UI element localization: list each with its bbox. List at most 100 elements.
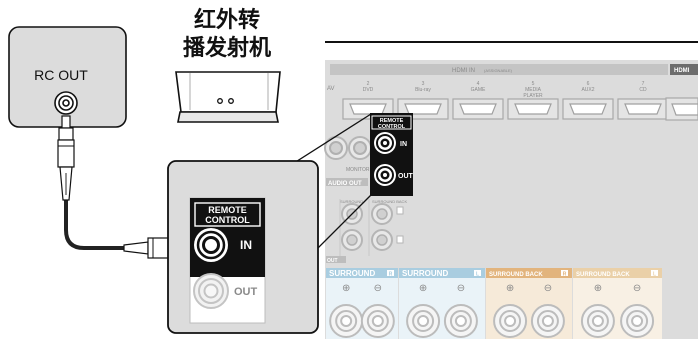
hdmi-port-number: 7 (642, 81, 645, 87)
receiver-rc-in: IN (400, 141, 407, 148)
speaker-group: SURROUND BACK R ⊕ ⊖ (486, 268, 572, 339)
speaker-channel-badge-box (651, 270, 658, 276)
speaker-channel-badge-box (387, 270, 394, 276)
plus-icon: ⊕ (594, 283, 602, 294)
speaker-terminal-ring (626, 310, 649, 332)
cable-top-plug-tip (61, 115, 71, 129)
receiver-rc-header-line2: CONTROL (378, 124, 406, 130)
hdmi-port-socket (624, 103, 662, 115)
transmitter-led-right (228, 98, 234, 104)
minus-icon: ⊖ (374, 283, 382, 294)
ir-transmitter: 红外转 播发射机 (175, 7, 281, 123)
speaker-group-strip (326, 268, 398, 278)
audio-out-label: AUDIO OUT (328, 181, 362, 187)
speaker-group: SURROUND BACK L ⊕ ⊖ (573, 268, 662, 339)
hdmi-port-number: 5 (532, 81, 535, 87)
plus-icon: ⊕ (506, 283, 514, 294)
speaker-terminal-ring (536, 310, 559, 332)
hdmi-port-name: Blu-ray (415, 87, 431, 93)
receiver-remote-control-block: REMOTE CONTROL IN OUT (370, 113, 414, 196)
transmitter-base (177, 111, 279, 123)
hdmi-port-name-line2: PLAYER (523, 93, 543, 99)
transmitter-body (175, 71, 281, 113)
audio-out-strip (326, 178, 368, 186)
minus-icon: ⊖ (633, 283, 641, 294)
transmitter-title-line1: 红外转 (194, 7, 260, 33)
speaker-group-label: SURROUND BACK (489, 272, 543, 278)
hdmi-port-number: 3 (422, 81, 425, 87)
sub-surround-back-label: SURROUND BACK (372, 199, 407, 204)
hdmi-out-label: HDMI (674, 68, 690, 74)
minus-icon: ⊖ (457, 283, 465, 294)
plus-icon: ⊕ (342, 283, 350, 294)
hdmi-port-socket (459, 103, 497, 115)
speaker-terminal-center (371, 315, 384, 327)
hdmi-port-number: 2 (367, 81, 370, 87)
hdmi-group-strip (330, 64, 668, 75)
speaker-group-strip (399, 268, 485, 278)
speaker-terminal-ring (499, 310, 522, 332)
zoom-rc-header-line1: REMOTE (208, 205, 247, 215)
hdmi-port-name: MEDIA (525, 87, 542, 93)
speaker-group-label: SURROUND (402, 269, 448, 278)
speaker-group-label: SURROUND BACK (576, 272, 630, 278)
rc-out-device: RC OUT (8, 26, 127, 128)
transmitter-title-line2: 播发射机 (183, 35, 271, 61)
hdmi-port-socket (514, 103, 552, 115)
hdmi-port-name: AUX2 (581, 87, 594, 93)
hdmi-group-note: (ASSIGNABLE) (484, 68, 513, 73)
speaker-group-strip (486, 268, 572, 278)
monitor-label: MONITOR (346, 167, 370, 173)
speaker-terminal-center (340, 315, 353, 327)
speaker-terminal-center (504, 315, 517, 327)
speaker-group: SURROUND R ⊕ ⊖ (326, 268, 398, 339)
hdmi-port-name: CD (639, 87, 647, 93)
speaker-channel-badge: R (563, 272, 567, 278)
plus-icon: ⊕ (419, 283, 427, 294)
monitor-jacks: MONITOR (324, 136, 372, 173)
speaker-terminal-center (417, 315, 430, 327)
zoom-in-label: IN (240, 238, 252, 252)
cable-side-plug (123, 241, 149, 255)
speaker-channel-badge: R (389, 272, 393, 278)
sub-surround-label: SURROUND (340, 199, 363, 204)
zoom-out-label: OUT (234, 286, 258, 298)
speaker-terminal-ring (366, 310, 389, 332)
hdmi-port: 7CD (617, 81, 669, 120)
hdmi-port-socket (404, 103, 442, 115)
cable-wire (64, 200, 148, 250)
speaker-terminal-ring (335, 310, 358, 332)
hdmi-out-strip (670, 64, 698, 75)
hdmi-port-partial-label: AV (327, 86, 335, 92)
hdmi-port-name: GAME (471, 87, 486, 93)
speaker-terminal-ring (586, 310, 609, 332)
hdmi-group-label: HDMI IN (452, 68, 475, 74)
speaker-terminal-ring (449, 310, 472, 332)
rc-out-label: RC OUT (34, 67, 88, 83)
minus-icon: ⊖ (544, 283, 552, 294)
speaker-terminal-center (541, 315, 554, 327)
speaker-channel-badge-box (474, 270, 481, 276)
transmitter-led-left (217, 98, 223, 104)
speaker-terminal-ring (412, 310, 435, 332)
speaker-channel-badge: L (653, 272, 656, 278)
hdmi-port-number: 4 (477, 81, 480, 87)
zoom-panel: REMOTE CONTROL IN OUT (167, 160, 319, 334)
receiver-rc-out: OUT (398, 173, 414, 180)
speaker-terminal-center (591, 315, 604, 327)
speaker-terminal-center (454, 315, 467, 327)
hdmi-port-number: 6 (587, 81, 590, 87)
receiver-rc-header-line1: REMOTE (380, 118, 404, 124)
speaker-group-label: SURROUND (329, 269, 375, 278)
zoom-rc-header (194, 202, 261, 227)
speaker-terminal-center (631, 315, 644, 327)
hdmi-out-port (665, 97, 698, 121)
